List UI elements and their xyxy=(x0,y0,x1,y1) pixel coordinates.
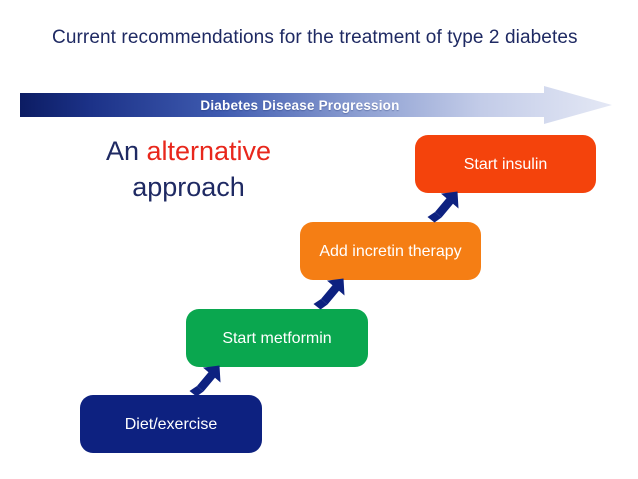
step-box-incretin[interactable]: Add incretin therapy xyxy=(300,222,481,280)
connector-metformin-to-incretin xyxy=(310,277,348,311)
caption-line2: approach xyxy=(132,172,245,202)
step-box-insulin[interactable]: Start insulin xyxy=(415,135,596,193)
step-box-metformin[interactable]: Start metformin xyxy=(186,309,368,367)
connector-diet-to-metformin xyxy=(186,364,224,398)
arrow-up-right-icon xyxy=(313,278,345,310)
disease-progression-banner: Diabetes Disease Progression xyxy=(20,86,612,124)
arrow-up-right-icon xyxy=(427,191,459,223)
alternative-approach-caption: An alternative approach xyxy=(56,133,321,205)
connector-incretin-to-insulin xyxy=(424,190,462,224)
page-title: Current recommendations for the treatmen… xyxy=(52,27,578,48)
step-box-diet[interactable]: Diet/exercise xyxy=(80,395,262,453)
caption-line1-accent: alternative xyxy=(146,136,272,166)
arrow-up-right-icon xyxy=(189,365,221,397)
caption-line1-prefix: An xyxy=(105,136,147,166)
right-arrow-banner-icon xyxy=(20,86,612,124)
